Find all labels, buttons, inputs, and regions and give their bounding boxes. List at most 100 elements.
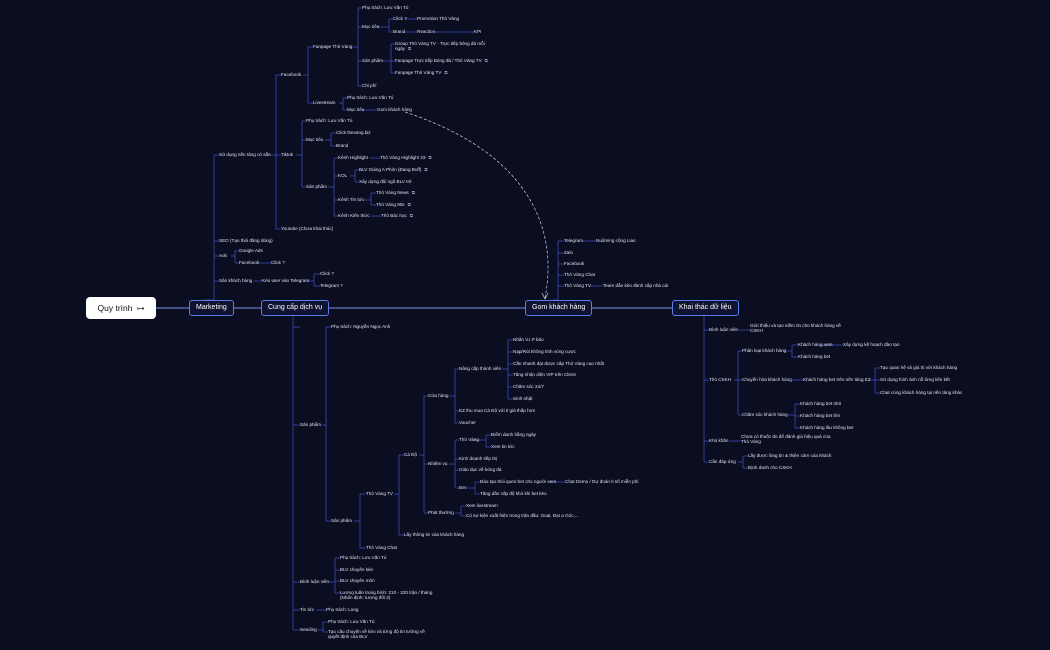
node-livestream[interactable]: Livestream [313, 100, 336, 105]
node-fanpage-goal[interactable]: Mục tiêu [362, 24, 380, 29]
node-facebook[interactable]: Facebook [281, 72, 302, 77]
node-m-news[interactable]: Xem tin tức [491, 444, 515, 449]
external-link-icon[interactable]: ⧉ [428, 155, 432, 160]
node-kol-2[interactable]: Xây dựng đội ngũ BLV trẻ [359, 179, 412, 184]
node-m-edu[interactable]: Giáo dục về bóng đá [459, 467, 502, 472]
node-rew-live[interactable]: Xem livestream [466, 503, 498, 508]
node-customer-info[interactable]: Lấy thông tin của khách hàng [404, 532, 465, 537]
node-fanpage-cost[interactable]: Chi phí [362, 83, 377, 88]
node-g-tv[interactable]: Thỏ Vàng TV [564, 283, 591, 288]
node-platforms[interactable]: Sử dụng nền tảng có sẵn [219, 152, 271, 157]
node-bet-demo[interactable]: Chat Demo / Dự đoán tỉ số miễn phí [565, 479, 639, 484]
node-shop[interactable]: Cửa hàng [428, 393, 449, 398]
node-tiktok-products[interactable]: Sản phẩm [306, 184, 327, 189]
external-link-icon[interactable]: ⧉ [484, 58, 488, 63]
node-up-2[interactable]: Nạp/Rút không tính vòng cược [513, 349, 576, 354]
node-livestream-owner[interactable]: Phụ trách: Lưu Văn Tú [347, 95, 394, 100]
node-d-watch[interactable]: Khách hàng xem [798, 342, 833, 347]
node-rew-event[interactable]: Có sự kiện xuất hiện trong trận đấu: Goa… [466, 513, 579, 518]
node-service-products[interactable]: Sản phẩm [300, 422, 321, 427]
node-seo[interactable]: SEO (Tạo thói đăng dùng) [219, 238, 273, 243]
node-fanpage-owner[interactable]: Phụ trách: Lưu Văn Tú [362, 5, 409, 10]
topic-data-mining[interactable]: Khai thác dữ liệu [672, 300, 739, 316]
node-bet-train[interactable]: Đào tạo thói quen bet cho người xem [480, 479, 557, 484]
node-san-click[interactable]: Click ? [320, 271, 334, 276]
node-seed-owner[interactable]: Phụ trách: Lưu Văn Tú [328, 619, 375, 624]
node-goal-click[interactable]: Click ? [393, 16, 407, 21]
node-san-tele[interactable]: Telegram ? [320, 283, 343, 288]
node-service-news[interactable]: Tin tức [300, 607, 315, 612]
node-d-convert[interactable]: Chuyển hóa khách hàng [742, 377, 792, 382]
node-tv[interactable]: Thỏ Vàng TV [366, 491, 393, 496]
node-blv-salary[interactable]: Lương tuần trung bình: 210 - 220 trận / … [340, 590, 433, 600]
node-goal-promo[interactable]: Promotion Thỏ Vàng [417, 16, 460, 21]
node-m-bet[interactable]: Bet [459, 485, 466, 490]
node-d-need2[interactable]: Định danh cho CSKH [748, 465, 792, 470]
node-m-checkin[interactable]: Điểm danh hằng ngày [491, 432, 536, 437]
node-up-5[interactable]: Chăm sóc 24/7 [513, 384, 544, 389]
external-link-icon[interactable]: ⧉ [407, 202, 411, 207]
node-livestream-gather[interactable]: Gom khách hàng [377, 107, 412, 112]
node-news-owner[interactable]: Phụ trách: Long [326, 607, 359, 612]
topic-marketing[interactable]: Marketing [189, 300, 234, 316]
topic-gather[interactable]: Gom khách hàng [525, 300, 593, 316]
node-tv-chat[interactable]: Thỏ Vàng Chat [366, 545, 397, 550]
node-channel-news[interactable]: Kênh Tin tức [338, 197, 365, 202]
node-product-fanpage1[interactable]: Fanpage Trực tiếp Bóng đá / Thỏ Vàng TV⧉ [395, 58, 488, 63]
node-product-group2[interactable]: Sản phẩm [331, 518, 352, 523]
node-tiktok-click[interactable]: Click thevang.biz [336, 130, 371, 135]
node-d-care2[interactable]: Khách hàng bet lớn [800, 413, 841, 418]
node-d-hard-detail[interactable]: Chưa có thuốc đo để đánh giá hiệu quả củ… [741, 434, 831, 444]
node-g-chat[interactable]: Thỏ Vàng Chat [564, 272, 595, 277]
node-d-care[interactable]: Chăm sóc khách hàng [742, 412, 788, 417]
node-tiktok-goal[interactable]: Mục tiêu [306, 137, 324, 142]
node-up-3[interactable]: Cần nhanh đạt được cấp Thỏ Vàng cao nhất [513, 361, 605, 366]
node-seeding[interactable]: Seeding [300, 627, 317, 632]
node-rewards[interactable]: Phát thưởng [428, 510, 454, 515]
node-d-care3[interactable]: Khách hàng lâu không bet [800, 425, 854, 430]
node-d-c2[interactable]: Sử dụng hình ảnh nỗ từng liên kết [880, 377, 950, 382]
node-up-6[interactable]: Sinh nhật [513, 396, 533, 401]
node-d-hard[interactable]: Khó khăn [709, 438, 729, 443]
node-d-blv[interactable]: Bình luận viên [709, 327, 739, 332]
external-link-icon[interactable]: ⧉ [407, 46, 412, 51]
node-livestream-goal[interactable]: Mục tiêu [347, 107, 365, 112]
node-fanpage-products[interactable]: Sản phẩm [362, 58, 383, 63]
node-kol-1[interactable]: BLV Giàng A Phòn (Đang Buff)⧉ [359, 167, 428, 172]
node-d-c3[interactable]: Chat cùng khách hàng tại nền tảng khác [880, 390, 963, 395]
node-voucher[interactable]: Voucher [459, 420, 476, 425]
node-m-tv[interactable]: Thỏ Vàng [459, 437, 479, 442]
node-up-4[interactable]: Tăng nhận diện VIP trên Client [513, 372, 576, 377]
node-bet-level[interactable]: Tăng dần cấp độ khó khi bet kèo [480, 491, 547, 496]
root-node[interactable]: Quy trình ⊶ [86, 297, 156, 319]
node-missions[interactable]: Nhiệm vụ [428, 461, 448, 466]
node-blv-expert[interactable]: BLV chuyên môn [340, 578, 375, 583]
node-news-1[interactable]: Thỏ Vàng News⧉ [376, 190, 415, 195]
node-fanpage[interactable]: Fanpage Thỏ Vàng [313, 44, 353, 49]
node-d-bet[interactable]: Khách hàng bet [798, 354, 831, 359]
node-goal-reaction[interactable]: Reaction [417, 29, 436, 34]
node-upgrade[interactable]: Nâng cấp thành viên [459, 366, 502, 371]
node-g-tv-detail[interactable]: Team dẫn kèo đánh cấp nhà cái [603, 283, 669, 288]
node-san-telegram[interactable]: Kéo user vào Telegram [262, 278, 310, 283]
node-d-blv-detail[interactable]: Giới thiệu và tạo niềm tin cho khách hàn… [750, 323, 841, 333]
node-tiktok-brand[interactable]: Brand [336, 143, 349, 148]
node-goal-kpi[interactable]: KPI [474, 29, 482, 34]
node-shop-ez[interactable]: EZ thu mua Cá Độ với tỉ giá thấp hơn [459, 408, 536, 413]
external-link-icon[interactable]: ⧉ [444, 70, 448, 75]
node-g-telegram[interactable]: Telegram [564, 238, 583, 243]
node-d-c1[interactable]: Tạo quan hệ và giá trị với khách hàng [880, 365, 958, 370]
node-blv-owner[interactable]: Phụ trách: Lưu Văn Tú [340, 555, 387, 560]
external-link-icon[interactable]: ⧉ [411, 190, 415, 195]
node-g-zalo[interactable]: Zalo [564, 250, 573, 255]
node-d-need1[interactable]: Lấy được lòng tin & thiện cảm của khách [748, 453, 832, 458]
node-blv-odds[interactable]: BLV chuyên kèo [340, 567, 374, 572]
node-m-biz[interactable]: Kinh doanh tiếp thị [459, 456, 498, 461]
node-ads-google[interactable]: Google Ads [239, 248, 263, 253]
node-youtube[interactable]: Youtube (Chưa khai thác) [281, 226, 334, 231]
node-seed-story[interactable]: Tạo câu chuyện về kèo và từng độ tin tưở… [328, 629, 425, 639]
node-g-tele-detail[interactable]: Nuôming cộng Lian [596, 238, 636, 243]
node-d-care1[interactable]: Khách hàng bet nhỏ [800, 401, 842, 406]
node-ads[interactable]: Ads [219, 253, 227, 258]
node-ads-facebook[interactable]: Facebook [239, 260, 260, 265]
